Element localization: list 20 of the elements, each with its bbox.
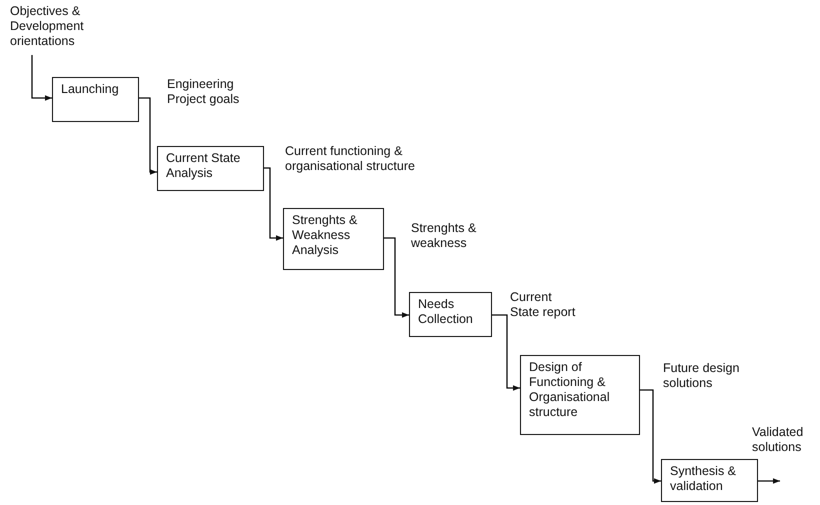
process-label: Strenghts & Weakness Analysis: [292, 213, 358, 258]
process-box: [661, 459, 758, 502]
process-box: [157, 146, 264, 191]
connector-arrow: [139, 97, 157, 175]
process-box: [409, 292, 492, 337]
process-label: Launching: [61, 82, 120, 97]
connector-arrow: [31, 55, 52, 101]
process-label: Needs Collection: [418, 297, 474, 327]
connector-arrow: [640, 389, 661, 484]
input-text: Objectives & Development orientations: [10, 4, 85, 49]
process-box: [520, 355, 640, 435]
process-label: Design of Functioning & Organisational structure: [529, 360, 611, 420]
process-box: [52, 77, 139, 122]
connector-arrow: [384, 237, 409, 318]
process-box: [283, 208, 384, 270]
connector-arrow: [758, 478, 780, 484]
process-label: Current State Analysis: [166, 151, 242, 181]
process-label: Synthesis & validation: [670, 464, 738, 494]
connector-arrow: [264, 167, 283, 241]
connector-arrow: [492, 314, 520, 391]
